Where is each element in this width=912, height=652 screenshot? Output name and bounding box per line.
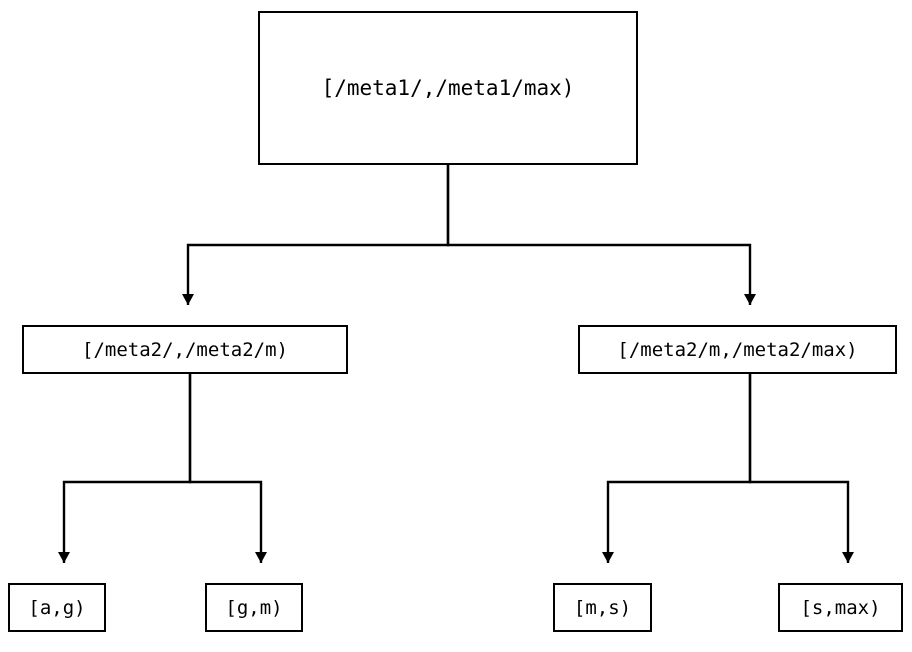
edge-mid-right-to-leaf-4 — [748, 374, 854, 563]
tree-node-leaf-2-label: [g,m) — [225, 596, 283, 619]
edge-root-to-mid-right — [446, 165, 756, 305]
tree-node-leaf-4[interactable]: [s,max) — [778, 583, 903, 632]
tree-node-mid-right[interactable]: [/meta2/m,/meta2/max) — [578, 325, 897, 374]
tree-node-leaf-1[interactable]: [a,g) — [8, 583, 106, 632]
tree-node-mid-left-label: [/meta2/,/meta2/m) — [82, 338, 288, 361]
tree-node-leaf-3[interactable]: [m,s) — [553, 583, 652, 632]
edge-root-to-mid-left — [182, 165, 450, 305]
tree-node-mid-right-label: [/meta2/m,/meta2/max) — [617, 338, 858, 361]
tree-node-leaf-3-label: [m,s) — [573, 596, 632, 619]
tree-node-mid-left[interactable]: [/meta2/,/meta2/m) — [22, 325, 348, 374]
tree-node-root-label: [/meta1/,/meta1/max) — [321, 76, 575, 100]
edge-mid-left-to-leaf-1 — [58, 374, 192, 563]
tree-node-leaf-2[interactable]: [g,m) — [205, 583, 303, 632]
edge-mid-right-to-leaf-3 — [602, 374, 752, 563]
tree-node-leaf-4-label: [s,max) — [800, 596, 881, 619]
tree-node-leaf-1-label: [a,g) — [28, 596, 86, 619]
edge-mid-left-to-leaf-2 — [188, 374, 267, 563]
tree-node-root[interactable]: [/meta1/,/meta1/max) — [258, 11, 638, 165]
